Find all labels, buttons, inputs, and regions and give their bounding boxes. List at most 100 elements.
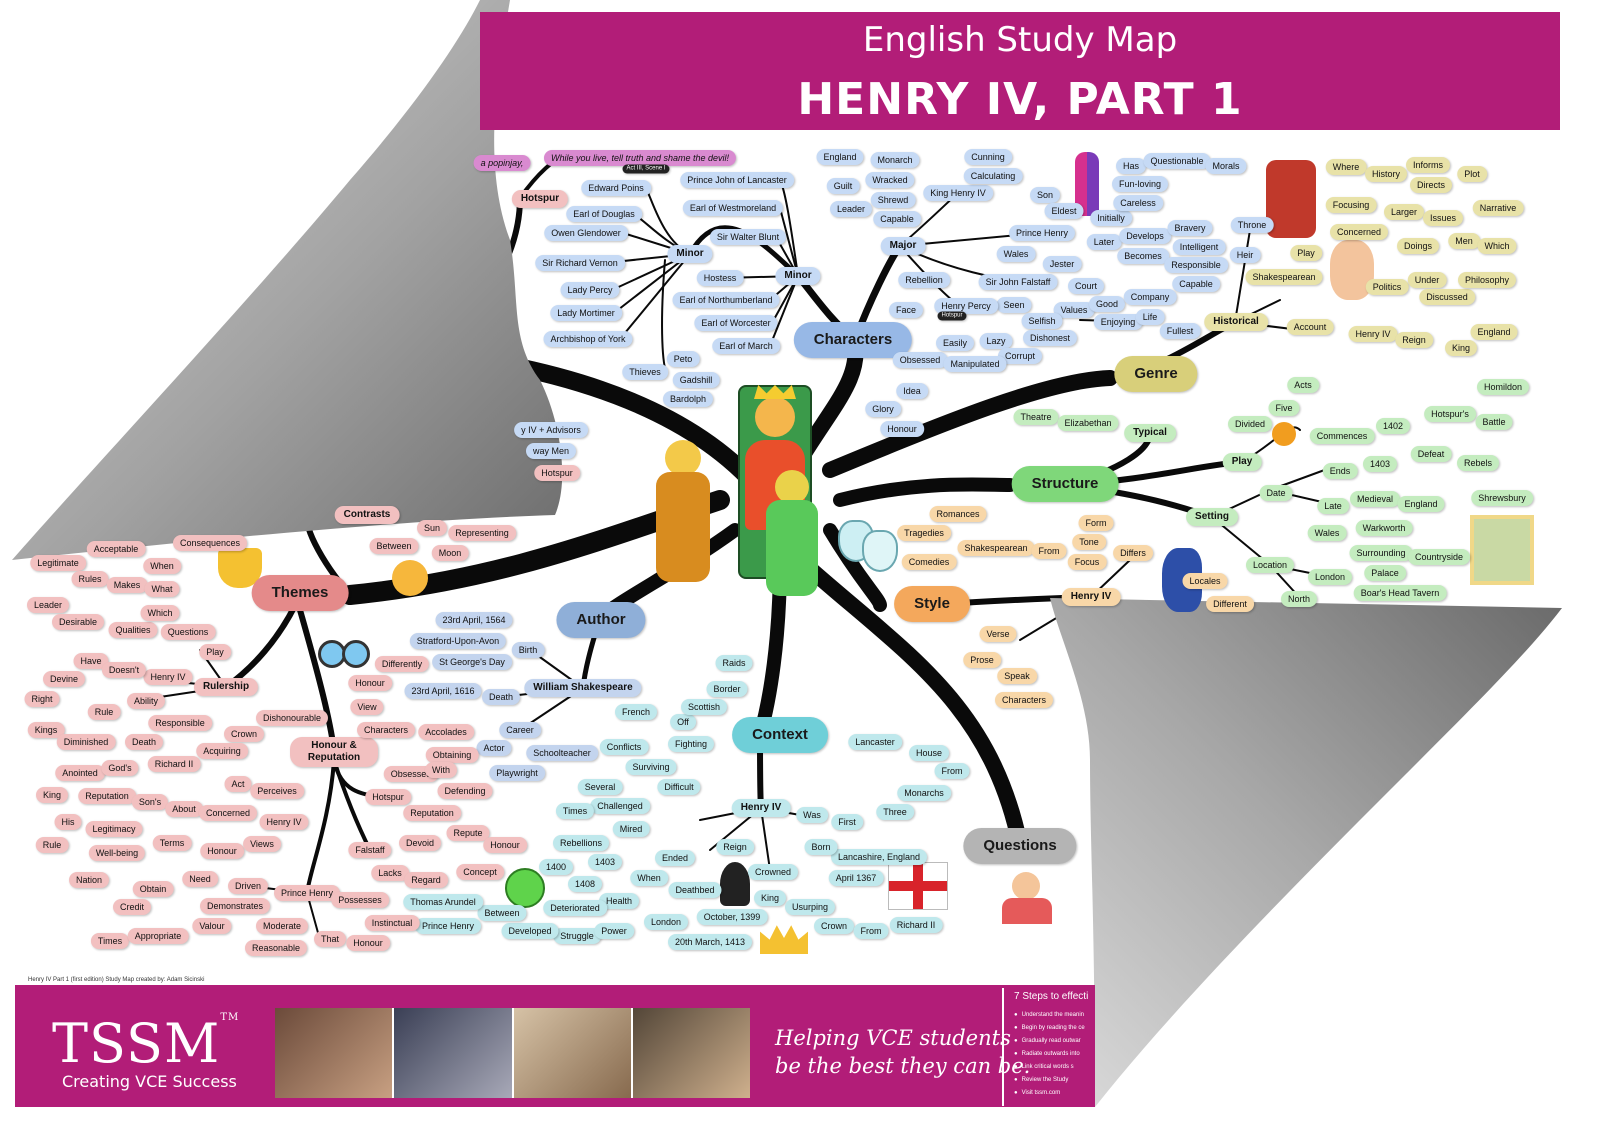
node-word[interactable]: Capable (873, 211, 921, 227)
node-word[interactable]: Usurping (784, 899, 836, 915)
node-word[interactable]: Guilt (826, 178, 860, 194)
node-word[interactable]: Legitimacy (85, 821, 143, 837)
node-word[interactable]: Son (1029, 187, 1061, 203)
node-minor-char[interactable]: Earl of Douglas (566, 206, 642, 222)
node-word[interactable]: Doings (1396, 238, 1440, 254)
node-word[interactable]: Perceives (250, 783, 304, 799)
node-word[interactable]: Power (594, 923, 634, 939)
node-word[interactable]: History (1364, 166, 1408, 182)
node-word[interactable]: Birth (511, 642, 545, 658)
node-word[interactable]: Prose (963, 652, 1001, 668)
node-word[interactable]: What (144, 581, 180, 597)
node-word[interactable]: Palace (1364, 565, 1406, 581)
node-word[interactable]: Times (555, 803, 595, 819)
node-word[interactable]: Play (199, 644, 231, 660)
node-word[interactable]: Monarch (870, 152, 920, 168)
node-word[interactable]: Honour (200, 843, 244, 859)
node-word[interactable]: Honour (483, 837, 527, 853)
node-setting[interactable]: Setting (1186, 508, 1238, 526)
node-word[interactable]: King (1444, 340, 1478, 356)
node-minor-char[interactable]: Hostess (696, 270, 744, 286)
node-word[interactable]: Challenged (590, 798, 650, 814)
node-word[interactable]: Reputation (78, 788, 136, 804)
node-word[interactable]: Concept (456, 864, 504, 880)
node-word[interactable]: Ends (1322, 463, 1358, 479)
node-word[interactable]: Moderate (255, 918, 309, 934)
node-word[interactable]: Initially (1090, 210, 1132, 226)
node-word[interactable]: Between (477, 905, 527, 921)
node-word[interactable]: Obtain (132, 881, 174, 897)
node-word[interactable]: Difficult (657, 779, 701, 795)
node-word[interactable]: From (1031, 543, 1067, 559)
node-word[interactable]: Concerned (1329, 224, 1389, 240)
node-word[interactable]: Play (1290, 245, 1322, 261)
node-word[interactable]: Wales (996, 246, 1036, 262)
node-word[interactable]: Questions (160, 624, 216, 640)
node-honour-reputation[interactable]: Honour & Reputation (290, 737, 378, 767)
node-word[interactable]: Discussed (1419, 289, 1475, 305)
node-word[interactable]: Diminished (56, 734, 116, 750)
node-word[interactable]: Doesn't (101, 662, 147, 678)
node-word[interactable]: Becomes (1117, 248, 1169, 264)
node-minor-char[interactable]: Earl of Northumberland (672, 292, 780, 308)
node-word[interactable]: Consequences (172, 535, 248, 551)
node-word[interactable]: Born (804, 839, 838, 855)
node-word[interactable]: Fighting (667, 736, 715, 752)
node-word[interactable]: First (831, 814, 863, 830)
node-word[interactable]: Location (1245, 557, 1295, 573)
node-word[interactable]: Five (1268, 400, 1300, 416)
node-word[interactable]: Differs (1113, 545, 1153, 561)
node-word[interactable]: Struggle (553, 928, 601, 944)
node-minor-char[interactable]: Sir Richard Vernon (535, 255, 625, 271)
node-word[interactable]: Under (1407, 272, 1447, 288)
node-word[interactable]: Right (24, 691, 60, 707)
node-word[interactable]: Heir (1229, 247, 1261, 263)
node-word[interactable]: Defeat (1410, 446, 1452, 462)
node-word[interactable]: Actor (476, 740, 512, 756)
node-word[interactable]: Kings (27, 722, 65, 738)
node-word[interactable]: Honour (348, 675, 392, 691)
node-word[interactable]: England (1470, 324, 1518, 340)
node-word[interactable]: Repute (446, 825, 490, 841)
node-word[interactable]: That (313, 931, 347, 947)
node-word[interactable]: Career (499, 722, 541, 738)
node-word[interactable]: Verse (979, 626, 1017, 642)
node-word[interactable]: Act (224, 776, 252, 792)
node-word[interactable]: Possesses (331, 892, 389, 908)
node-word[interactable]: Form (1078, 515, 1114, 531)
node-word[interactable]: From (853, 923, 889, 939)
node-minor-char[interactable]: Edward Poins (581, 180, 651, 196)
node-characters[interactable]: Characters (793, 322, 913, 358)
node-word[interactable]: 1403 (587, 854, 623, 870)
node-king-henry[interactable]: King Henry IV (923, 185, 993, 201)
node-word[interactable]: When (143, 558, 181, 574)
node-word[interactable]: Shrewsbury (1471, 490, 1533, 506)
node-word[interactable]: Tragedies (897, 525, 951, 541)
node-word[interactable]: England (1397, 496, 1445, 512)
node-word[interactable]: Nation (68, 872, 110, 888)
node-word[interactable]: Has (1115, 158, 1147, 174)
node-henry-percy[interactable]: Henry Percy (934, 298, 998, 314)
node-word[interactable]: Was (796, 807, 828, 823)
node-minor-char[interactable]: Lady Mortimer (550, 305, 622, 321)
node-fragment[interactable]: Hotspur (534, 465, 580, 481)
node-style-henry[interactable]: Henry IV (1061, 588, 1121, 606)
node-word[interactable]: Developed (501, 923, 559, 939)
node-minor-char[interactable]: Prince John of Lancaster (680, 172, 794, 188)
node-word[interactable]: 20th March, 1413 (667, 934, 753, 950)
node-word[interactable]: Jester (1042, 256, 1082, 272)
node-word[interactable]: Responsible (148, 715, 212, 731)
node-shakespeare[interactable]: William Shakespeare (524, 679, 642, 697)
node-word[interactable]: Rebellions (552, 835, 610, 851)
node-word[interactable]: Medieval (1349, 491, 1401, 507)
node-minor-char[interactable]: Sir Walter Blunt (709, 229, 787, 245)
node-word[interactable]: Three (876, 804, 914, 820)
node-word[interactable]: Desirable (51, 614, 105, 630)
node-major[interactable]: Major (880, 237, 926, 255)
node-word[interactable]: Different (1206, 596, 1254, 612)
node-word[interactable]: London (1307, 569, 1353, 585)
node-word[interactable]: Sun (416, 520, 448, 536)
node-word[interactable]: Between (369, 538, 419, 554)
node-word[interactable]: Accolades (418, 724, 474, 740)
node-word[interactable]: Obsessed (892, 352, 948, 368)
